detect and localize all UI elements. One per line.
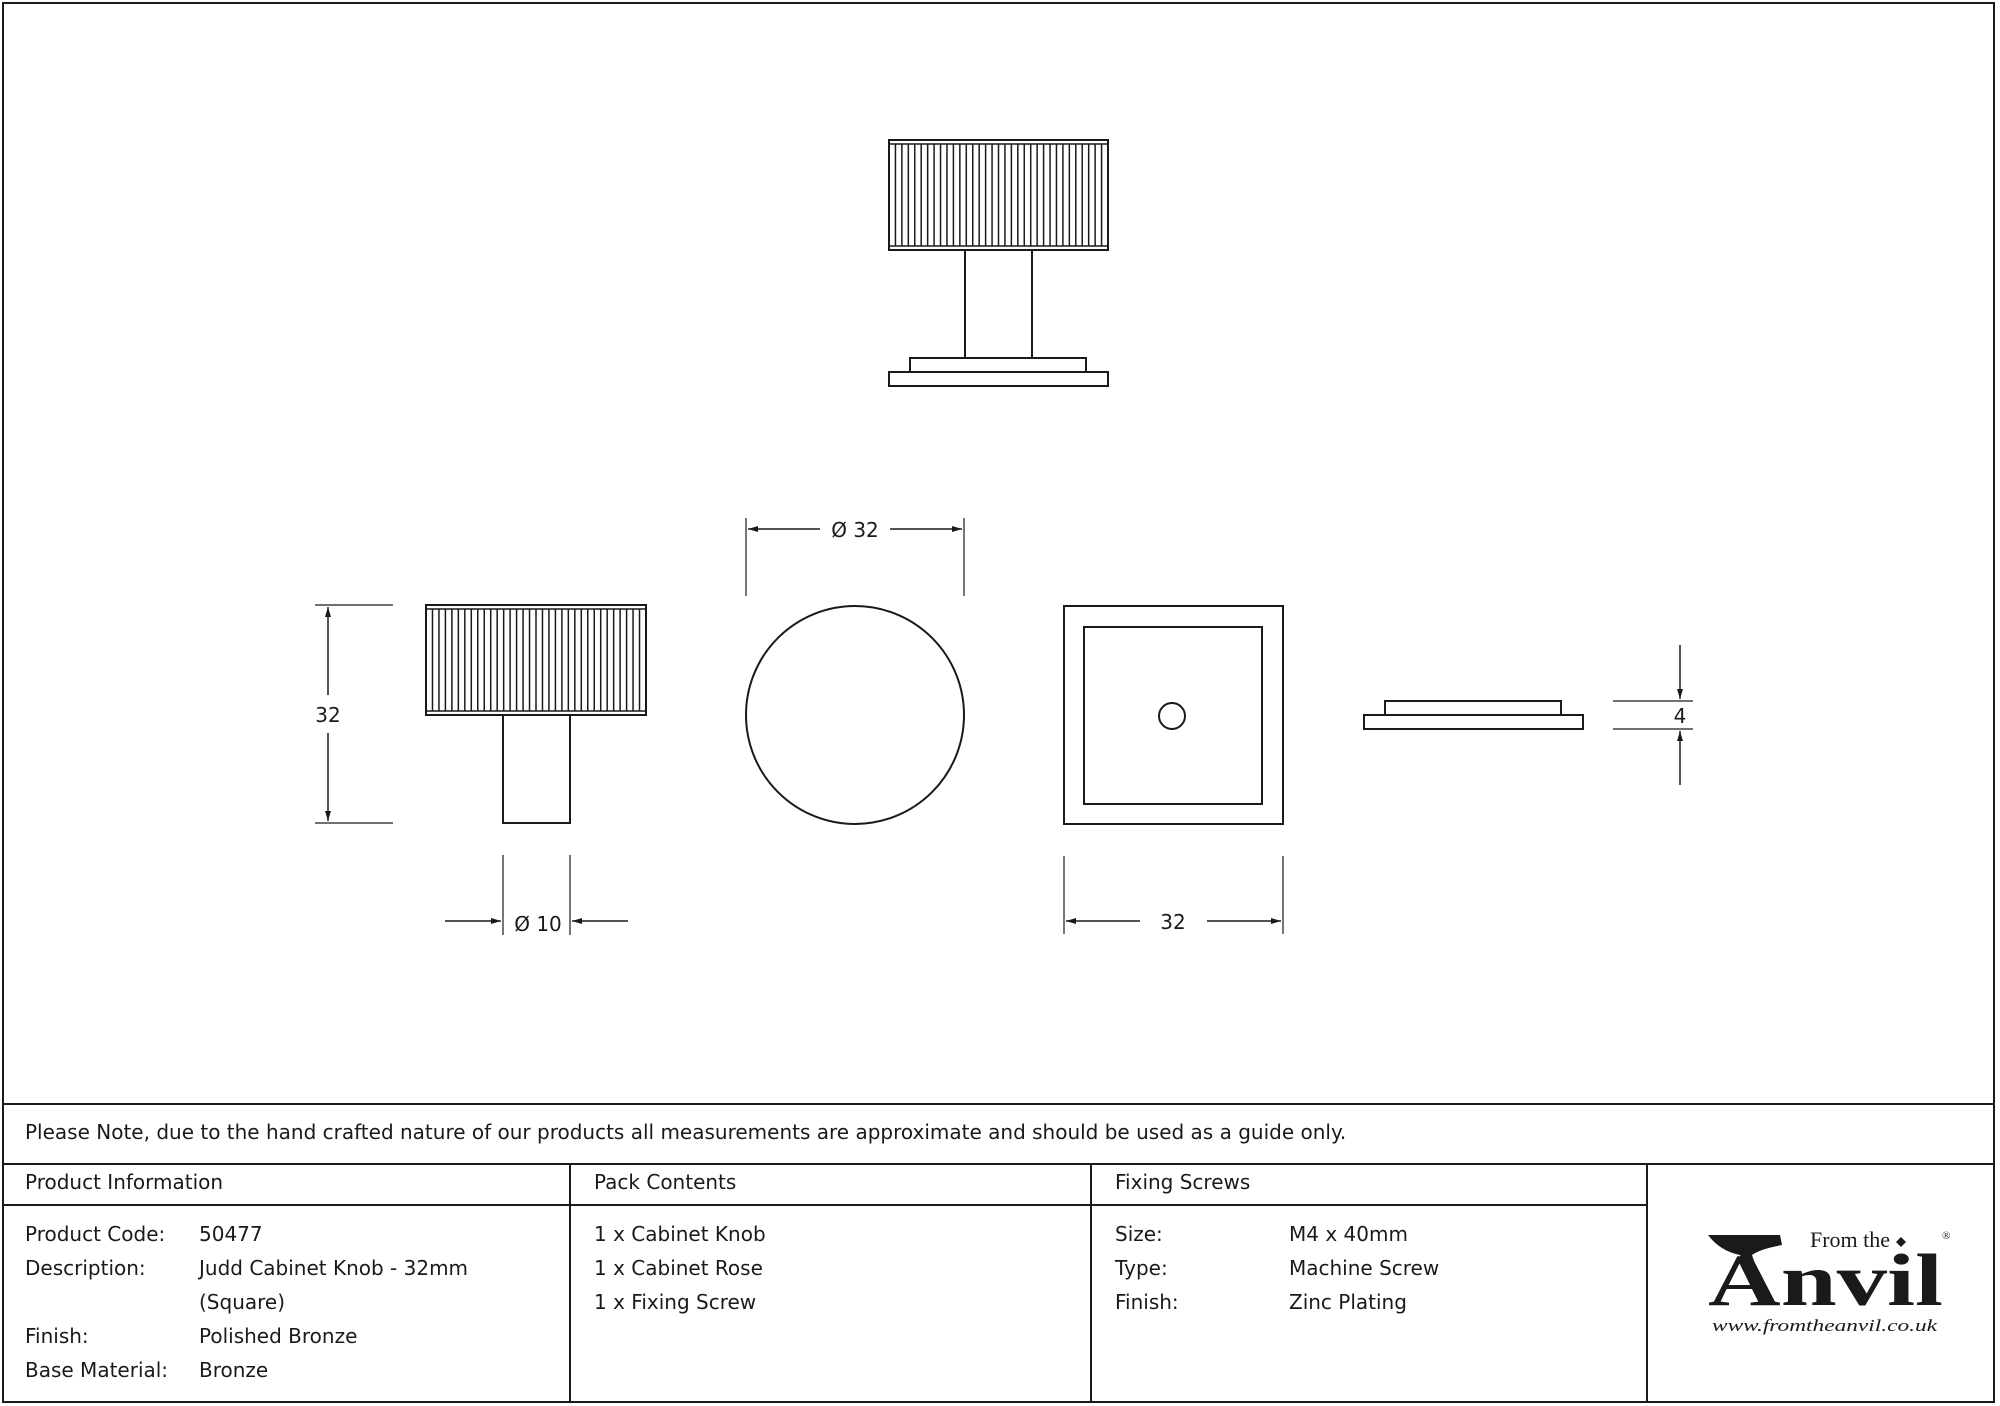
product-code-label: Product Code: — [25, 1222, 166, 1246]
table-divider-2 — [1090, 1163, 1092, 1403]
table-divider-3 — [1646, 1163, 1648, 1403]
screw-type-value: Machine Screw — [1289, 1256, 1440, 1280]
product-code-value: 50477 — [199, 1222, 263, 1246]
table-top-rule — [2, 1103, 1995, 1105]
table-divider-1 — [569, 1163, 571, 1403]
diamond-icon — [1896, 1237, 1906, 1247]
rose-side-view — [1363, 645, 1693, 785]
knob-top-view — [745, 518, 965, 825]
logo-anvil: Anvil — [1708, 1240, 1943, 1322]
description-value: Judd Cabinet Knob - 32mm — [199, 1256, 469, 1280]
product-info-header: Product Information — [25, 1170, 224, 1194]
knurl-flutes-side — [426, 608, 646, 712]
base-material-label: Base Material: — [25, 1358, 169, 1382]
fixing-screws-header: Fixing Screws — [1115, 1170, 1251, 1194]
rose-step-top — [909, 357, 1087, 373]
description-cont-value: (Square) — [199, 1290, 286, 1314]
rose-step-side — [1384, 700, 1562, 716]
square-rose-view — [1063, 605, 1284, 934]
knob-diameter-label: Ø 32 — [831, 518, 879, 542]
screw-type-label: Type: — [1115, 1256, 1168, 1280]
logo-from-the: From the — [1810, 1227, 1890, 1252]
logo-url: www.fromtheanvil.co.uk — [1712, 1316, 1938, 1335]
rose-base-side — [1363, 714, 1584, 730]
rose-thickness-label: 4 — [1674, 704, 1687, 728]
stem-side — [502, 714, 571, 824]
base-material-value: Bronze — [199, 1358, 269, 1382]
pack-item: 1 x Fixing Screw — [594, 1290, 757, 1314]
top-elevation-view — [888, 139, 1109, 387]
rose-inner-square — [1083, 626, 1263, 805]
height-dimension-label: 32 — [315, 703, 340, 727]
pack-item: 1 x Cabinet Rose — [594, 1256, 763, 1280]
side-view — [315, 604, 647, 935]
pack-contents-header: Pack Contents — [594, 1170, 737, 1194]
knob-face-circle — [745, 605, 965, 825]
screw-finish-value: Zinc Plating — [1289, 1290, 1407, 1314]
technical-drawing: 32 Ø 10 Ø 32 32 4 — [315, 139, 1693, 936]
finish-value: Polished Bronze — [199, 1324, 358, 1348]
description-label: Description: — [25, 1256, 146, 1280]
from-the-anvil-logo: From the ® Anvil www.fromtheanvil.co.uk — [1708, 1227, 1950, 1335]
measurement-note: Please Note, due to the hand crafted nat… — [25, 1120, 1347, 1144]
logo-registered: ® — [1942, 1230, 1950, 1242]
pack-item: 1 x Cabinet Knob — [594, 1222, 766, 1246]
knurled-knob-head — [888, 139, 1109, 251]
stem-diameter-label: Ø 10 — [514, 912, 562, 936]
knurl-flutes-top — [889, 143, 1108, 247]
rose-outer-square — [1063, 605, 1284, 825]
anvil-icon — [1708, 1235, 1782, 1267]
table-header-rule-top — [2, 1163, 1995, 1165]
table-header-rule-bottom — [2, 1204, 1648, 1206]
screw-hole — [1158, 702, 1186, 730]
screw-size-value: M4 x 40mm — [1289, 1222, 1408, 1246]
finish-label: Finish: — [25, 1324, 89, 1348]
screw-finish-label: Finish: — [1115, 1290, 1179, 1314]
rose-width-label: 32 — [1160, 910, 1185, 934]
rose-base-top — [888, 371, 1109, 387]
screw-size-label: Size: — [1115, 1222, 1163, 1246]
